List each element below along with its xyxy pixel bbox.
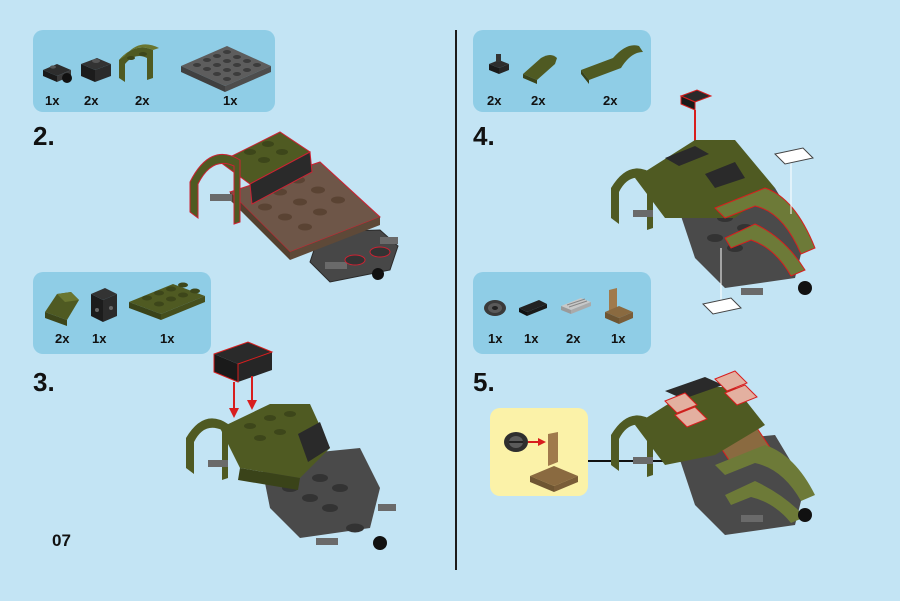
step-number: 5. bbox=[473, 367, 495, 397]
part-qty: 2x bbox=[531, 93, 546, 108]
round-plate-icon bbox=[43, 64, 72, 83]
bracket-icon bbox=[81, 58, 111, 82]
plate-2x4-icon bbox=[129, 282, 205, 320]
steering-wheel-icon bbox=[504, 432, 528, 452]
step-number: 4. bbox=[473, 121, 495, 151]
parts-icons-step-3 bbox=[45, 282, 205, 326]
long-curved-slope-icon bbox=[581, 45, 643, 84]
page-number: 07 bbox=[52, 531, 71, 550]
build-illustration-step-4 bbox=[611, 89, 816, 315]
parts-icons-step-5 bbox=[484, 288, 633, 324]
part-qty: 2x bbox=[487, 93, 502, 108]
part-qty: 2x bbox=[55, 331, 70, 346]
part-qty: 1x bbox=[524, 331, 539, 346]
parts-list-step-2: 1x 2x 2x 1x bbox=[33, 30, 275, 112]
part-qty: 1x bbox=[92, 331, 107, 346]
slope-icon bbox=[45, 292, 79, 326]
parts-icons-step-2 bbox=[43, 44, 271, 92]
bracket-black-icon bbox=[91, 288, 117, 322]
mudguard-icon bbox=[119, 44, 159, 82]
seat-icon bbox=[530, 432, 578, 492]
tile-1x2-icon bbox=[519, 300, 547, 316]
column-divider bbox=[455, 30, 457, 570]
clip-plate-icon bbox=[489, 54, 509, 74]
build-illustration-step-2 bbox=[189, 131, 399, 283]
part-qty: 2x bbox=[84, 93, 99, 108]
part-qty: 1x bbox=[45, 93, 60, 108]
parts-icons-step-4 bbox=[489, 45, 643, 84]
parts-list-step-4: 2x 2x 2x bbox=[473, 30, 651, 112]
build-illustration-step-3 bbox=[186, 341, 396, 550]
sub-assembly-callout bbox=[490, 408, 588, 496]
grille-tile-icon bbox=[561, 298, 591, 314]
plate-4x4-icon bbox=[181, 46, 271, 92]
part-qty: 2x bbox=[135, 93, 150, 108]
part-qty: 1x bbox=[488, 331, 503, 346]
steering-wheel-icon bbox=[484, 300, 506, 316]
step-number: 3. bbox=[33, 367, 55, 397]
build-illustration-step-5 bbox=[611, 370, 815, 535]
parts-list-step-3: 2x 1x 1x bbox=[33, 272, 211, 354]
parts-list-step-5: 1x 1x 2x 1x bbox=[473, 272, 651, 354]
sub-assembly-illustration bbox=[504, 432, 578, 492]
part-qty: 2x bbox=[603, 93, 618, 108]
part-qty: 2x bbox=[566, 331, 581, 346]
part-qty: 1x bbox=[611, 331, 626, 346]
curved-slope-icon bbox=[523, 55, 557, 84]
part-qty: 1x bbox=[160, 331, 175, 346]
seat-icon bbox=[605, 288, 633, 324]
part-qty: 1x bbox=[223, 93, 238, 108]
step-number: 2. bbox=[33, 121, 55, 151]
